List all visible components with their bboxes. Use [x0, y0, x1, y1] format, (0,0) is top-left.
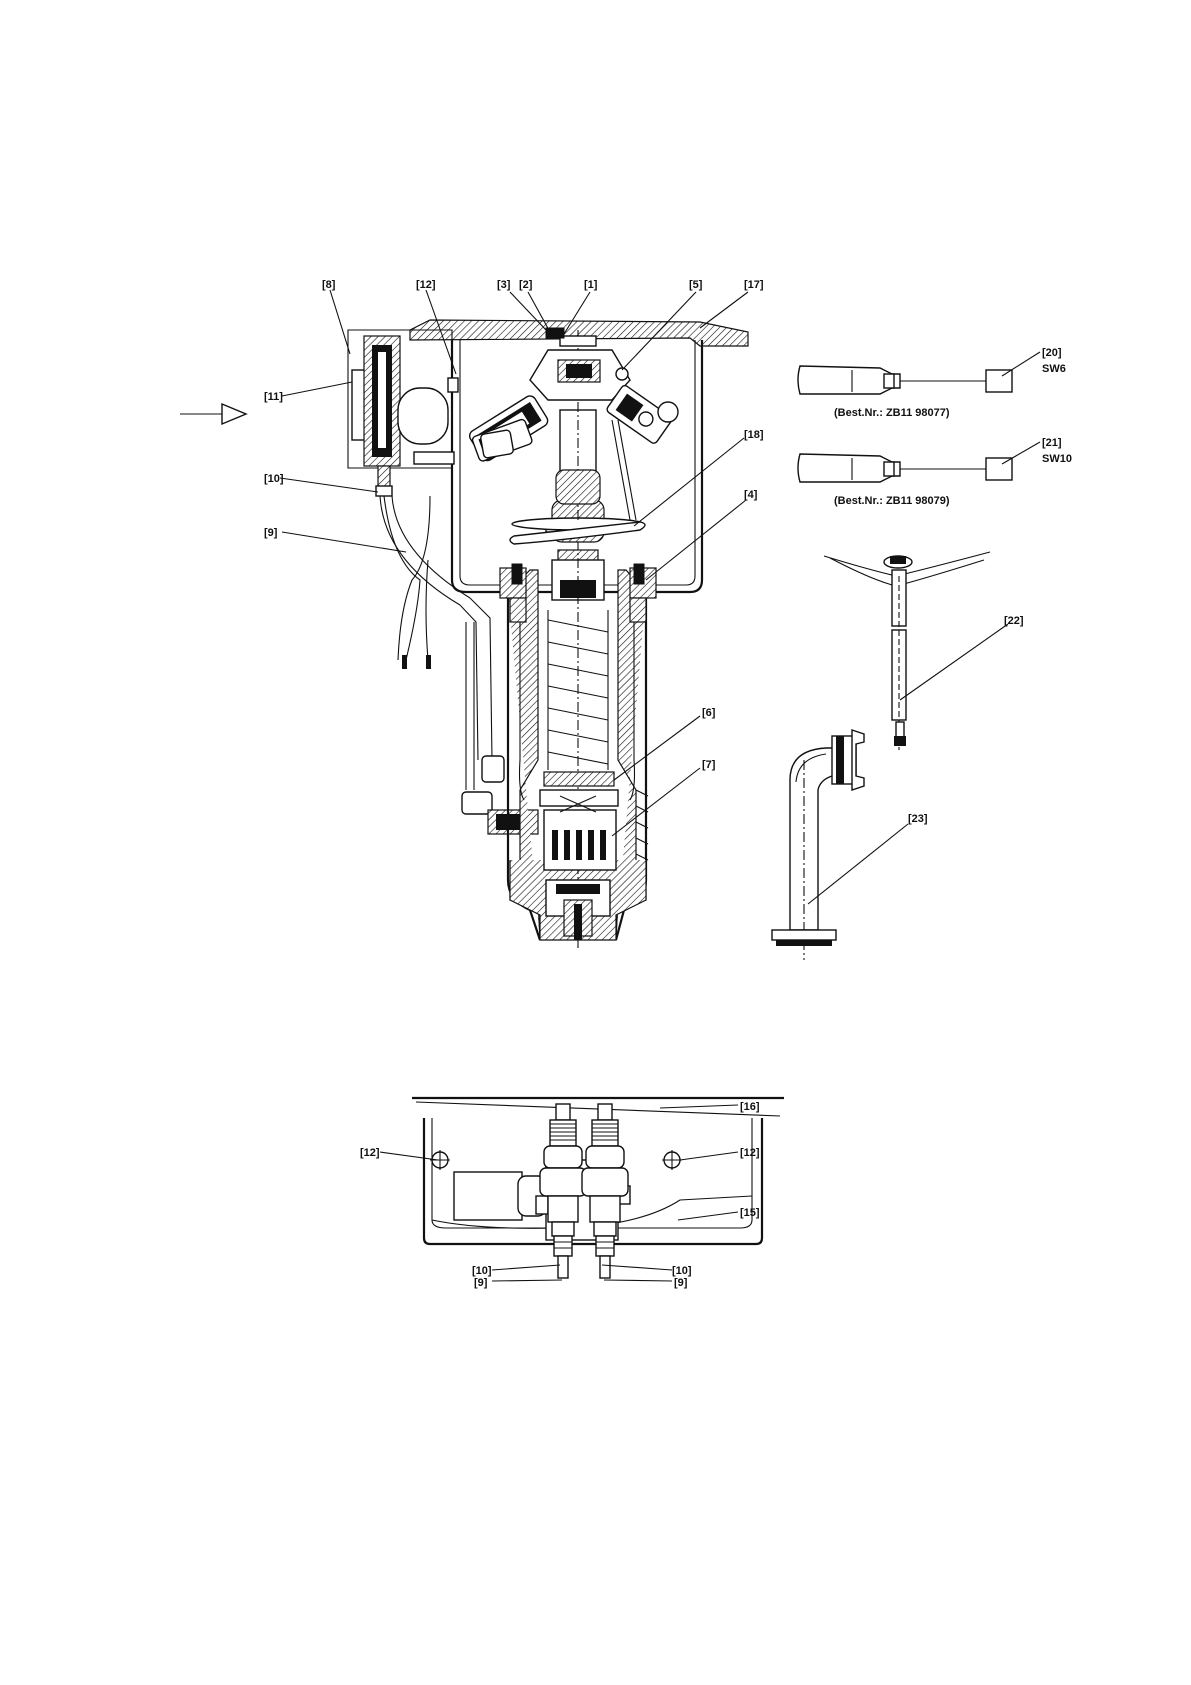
- standpipe: [772, 730, 864, 960]
- label-11: [11]: [264, 391, 283, 403]
- label-4: [4]: [744, 489, 758, 501]
- label-7: [7]: [702, 759, 716, 771]
- label-3: [3]: [497, 279, 511, 291]
- label-12: [12]: [416, 279, 436, 291]
- label-12-left: [12]: [360, 1147, 380, 1159]
- tool-sw6: [798, 366, 1012, 394]
- label-12-right: [12]: [740, 1147, 760, 1159]
- sprinkler-assembly: [348, 320, 748, 948]
- label-9: [9]: [264, 527, 278, 539]
- label-21: [21]: [1042, 437, 1062, 449]
- label-5: [5]: [689, 279, 703, 291]
- label-9-left: [9]: [474, 1277, 488, 1289]
- t-key-tool: [824, 552, 990, 750]
- label-2: [2]: [519, 279, 533, 291]
- label-17: [17]: [744, 279, 764, 291]
- tool-sw10: [798, 454, 1012, 482]
- tool20-size: SW6: [1042, 363, 1066, 375]
- label-16: [16]: [740, 1101, 760, 1113]
- tool21-order-number: (Best.Nr.: ZB11 98079): [834, 495, 950, 507]
- label-23: [23]: [908, 813, 928, 825]
- label-10: [10]: [264, 473, 284, 485]
- label-20: [20]: [1042, 347, 1062, 359]
- label-15: [15]: [740, 1207, 760, 1219]
- valve-box-top-view: [412, 1098, 784, 1278]
- label-6: [6]: [702, 707, 716, 719]
- label-10-right: [10]: [672, 1265, 692, 1277]
- direction-arrow: [180, 404, 246, 424]
- label-22: [22]: [1004, 615, 1024, 627]
- label-8: [8]: [322, 279, 336, 291]
- tool20-order-number: (Best.Nr.: ZB11 98077): [834, 407, 950, 419]
- tool21-size: SW10: [1042, 453, 1072, 465]
- label-9-right: [9]: [674, 1277, 688, 1289]
- label-10-left: [10]: [472, 1265, 492, 1277]
- label-1: [1]: [584, 279, 598, 291]
- label-18: [18]: [744, 429, 764, 441]
